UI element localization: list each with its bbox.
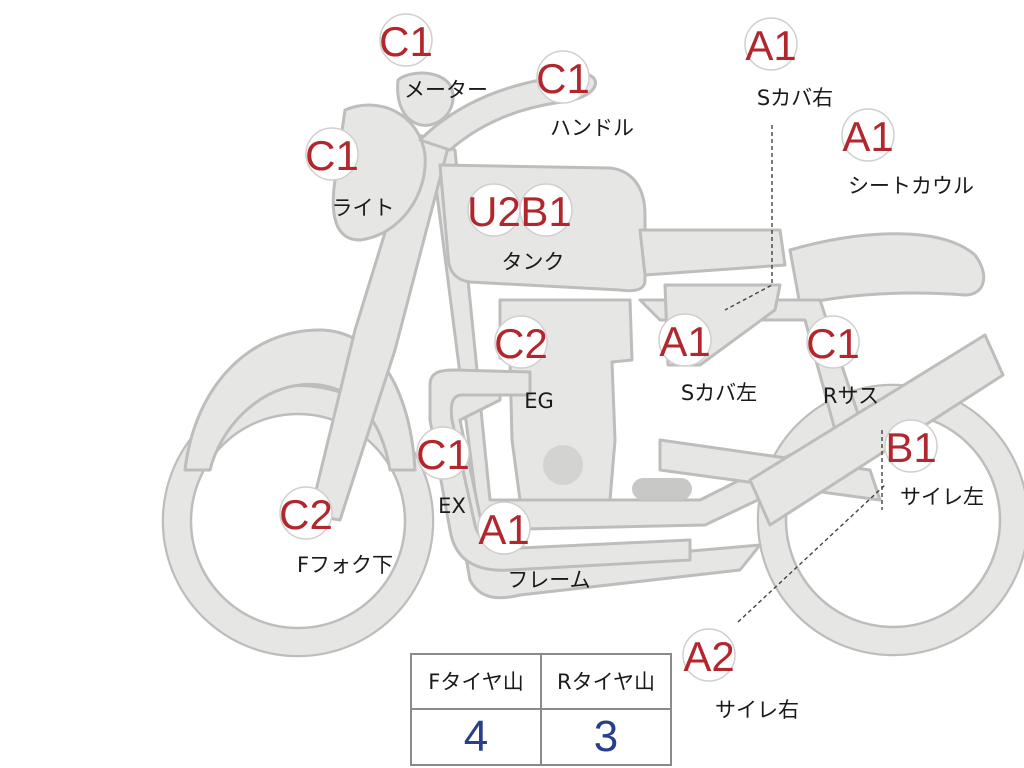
label-frame: フレーム	[507, 568, 590, 592]
part-s-cover-right: A1 Sカバ右	[744, 17, 833, 110]
label-handle: ハンドル	[550, 116, 634, 140]
label-seat-cowl: シートカウル	[848, 174, 974, 198]
label-exhaust: EX	[438, 494, 466, 518]
leader-s-cover-right	[724, 125, 773, 311]
front-tire-value: 4	[463, 711, 489, 761]
grade-seat-cowl: A1	[842, 113, 893, 160]
label-light: ライト	[332, 196, 395, 220]
label-tank: タンク	[502, 250, 565, 274]
grade-frame: A1	[478, 506, 529, 553]
tire-tread-table: Fタイヤ山 Rタイヤ山 4 3	[410, 653, 672, 766]
front-tire-header: Fタイヤ山	[412, 655, 540, 710]
part-front-fork-lower: C2 Fフォク下	[279, 486, 393, 577]
label-s-cover-left: Sカバ左	[681, 381, 757, 405]
silencer	[748, 333, 1005, 527]
meter-body	[396, 71, 455, 127]
rear-tire-header: Rタイヤ山	[540, 655, 670, 710]
part-handle: C1 ハンドル	[536, 50, 634, 140]
grade-front-fork-lower: C2	[279, 491, 333, 538]
grade-engine: C2	[494, 320, 548, 367]
label-s-cover-right: Sカバ右	[757, 86, 833, 110]
rear-fender	[788, 232, 986, 307]
part-silencer-right: A2 サイレ右	[682, 628, 799, 722]
label-meter: メーター	[404, 78, 488, 102]
grade-light: C1	[305, 132, 359, 179]
part-exhaust: C1 EX	[416, 426, 470, 518]
part-s-cover-left: A1 Sカバ左	[658, 313, 757, 405]
engine-cover	[543, 445, 583, 485]
grade-tank-1: U2	[467, 188, 521, 235]
grade-meter: C1	[379, 18, 433, 65]
rear-tire-value: 3	[540, 709, 670, 764]
part-silencer-left: B1 サイレ左	[884, 419, 984, 509]
part-rear-suspension: C1 Rサス	[806, 315, 879, 408]
part-engine: C2 EG	[494, 315, 554, 413]
grade-silencer-right: A2	[683, 633, 734, 680]
label-silencer-left: サイレ左	[900, 485, 984, 509]
part-seat-cowl: A1 シートカウル	[841, 108, 974, 198]
part-light: C1 ライト	[305, 127, 395, 220]
headlight	[331, 103, 427, 242]
grade-s-cover-left: A1	[659, 318, 710, 365]
label-rear-suspension: Rサス	[823, 384, 879, 408]
label-engine: EG	[524, 389, 554, 413]
part-frame: A1 フレーム	[477, 501, 591, 592]
part-meter: C1 メーター	[379, 13, 488, 102]
grade-s-cover-right: A1	[745, 22, 796, 69]
exhaust-pipe	[428, 368, 692, 572]
label-silencer-right: サイレ右	[715, 698, 799, 722]
grade-exhaust: C1	[416, 431, 470, 478]
grade-rear-suspension: C1	[806, 320, 860, 367]
grade-handle: C1	[536, 55, 590, 102]
seat	[638, 228, 787, 277]
leader-silencer-right	[737, 484, 886, 623]
footrest	[632, 478, 692, 500]
part-tank: U2 B1 タンク	[467, 183, 573, 274]
grade-tank-2: B1	[520, 188, 571, 235]
label-front-fork-lower: Fフォク下	[297, 553, 393, 577]
grade-silencer-left: B1	[885, 424, 936, 471]
